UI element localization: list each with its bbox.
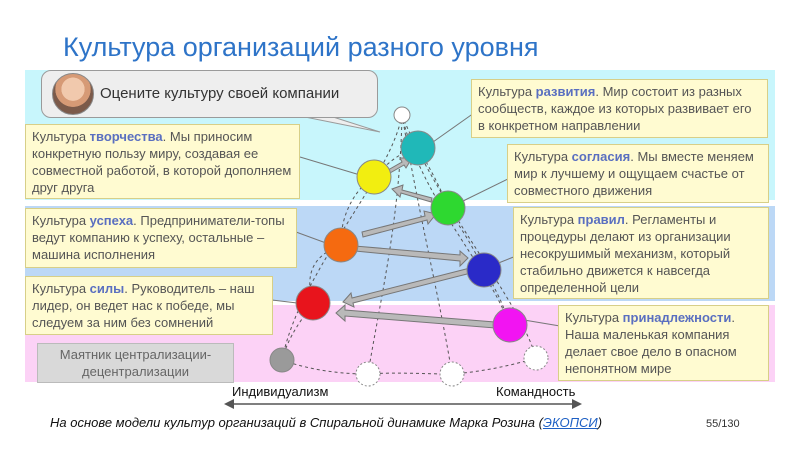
connector-lines bbox=[271, 112, 561, 327]
arrow-consent-to-creativity bbox=[391, 184, 433, 203]
circle-development bbox=[400, 130, 436, 166]
arrow-power-to-rules bbox=[342, 267, 472, 308]
circle-consent bbox=[430, 190, 466, 226]
box-creativity: Культура творчества. Мы приносим конкрет… bbox=[25, 124, 300, 199]
culture-name-development: развития bbox=[535, 84, 596, 99]
circle-creativity bbox=[356, 159, 392, 195]
page-number: 55/130 bbox=[706, 418, 740, 430]
culture-name-power: силы bbox=[89, 281, 125, 296]
circle-white-1 bbox=[355, 361, 381, 387]
arrow-success-to-consent bbox=[361, 210, 437, 238]
culture-name-creativity: творчества bbox=[89, 129, 163, 144]
culture-circles bbox=[269, 106, 549, 387]
circle-top-white bbox=[393, 106, 411, 124]
page-title: Культура организаций разного уровня bbox=[63, 32, 539, 62]
circle-white-3 bbox=[523, 345, 549, 371]
circle-belonging bbox=[492, 307, 528, 343]
circle-pendulum bbox=[269, 347, 295, 373]
box-rules: Культура правил. Регламенты и процедуры … bbox=[513, 207, 769, 299]
arrow-success-to-rules bbox=[354, 245, 469, 268]
circle-power bbox=[295, 285, 331, 321]
circle-white-2 bbox=[439, 361, 465, 387]
axis-label-teamwork: Командность bbox=[496, 384, 576, 399]
axis-label-individualism: Индивидуализм bbox=[232, 384, 329, 399]
callout-text: Оцените культуру своей компании bbox=[100, 85, 340, 102]
box-power: Культура силы. Руководитель – наш лидер,… bbox=[25, 276, 273, 335]
arrow-belonging-to-power bbox=[335, 303, 496, 329]
footer-source: На основе модели культур организаций в С… bbox=[50, 415, 603, 430]
culture-name-belonging: принадлежности bbox=[622, 310, 732, 325]
box-belonging: Культура принадлежности. Наша маленькая … bbox=[558, 305, 769, 381]
transition-arrows bbox=[335, 157, 496, 329]
avatar bbox=[52, 73, 94, 115]
individualism-teamwork-axis bbox=[224, 399, 582, 409]
circle-success bbox=[323, 227, 359, 263]
circle-rules bbox=[466, 252, 502, 288]
callout-tail bbox=[299, 115, 381, 133]
box-consent: Культура согласия. Мы вместе меняем мир … bbox=[507, 144, 769, 203]
ecopsy-link[interactable]: ЭКОПСИ bbox=[542, 415, 598, 430]
callout-bubble bbox=[41, 70, 378, 118]
pendulum-label: Маятник централизации-децентрализации bbox=[37, 343, 234, 383]
culture-name-consent: согласия bbox=[571, 149, 631, 164]
culture-name-rules: правил bbox=[577, 212, 625, 227]
culture-name-success: успеха bbox=[89, 213, 134, 228]
box-success: Культура успеха. Предприниматели-топы ве… bbox=[25, 208, 297, 268]
box-development: Культура развития. Мир состоит из разных… bbox=[471, 79, 768, 138]
